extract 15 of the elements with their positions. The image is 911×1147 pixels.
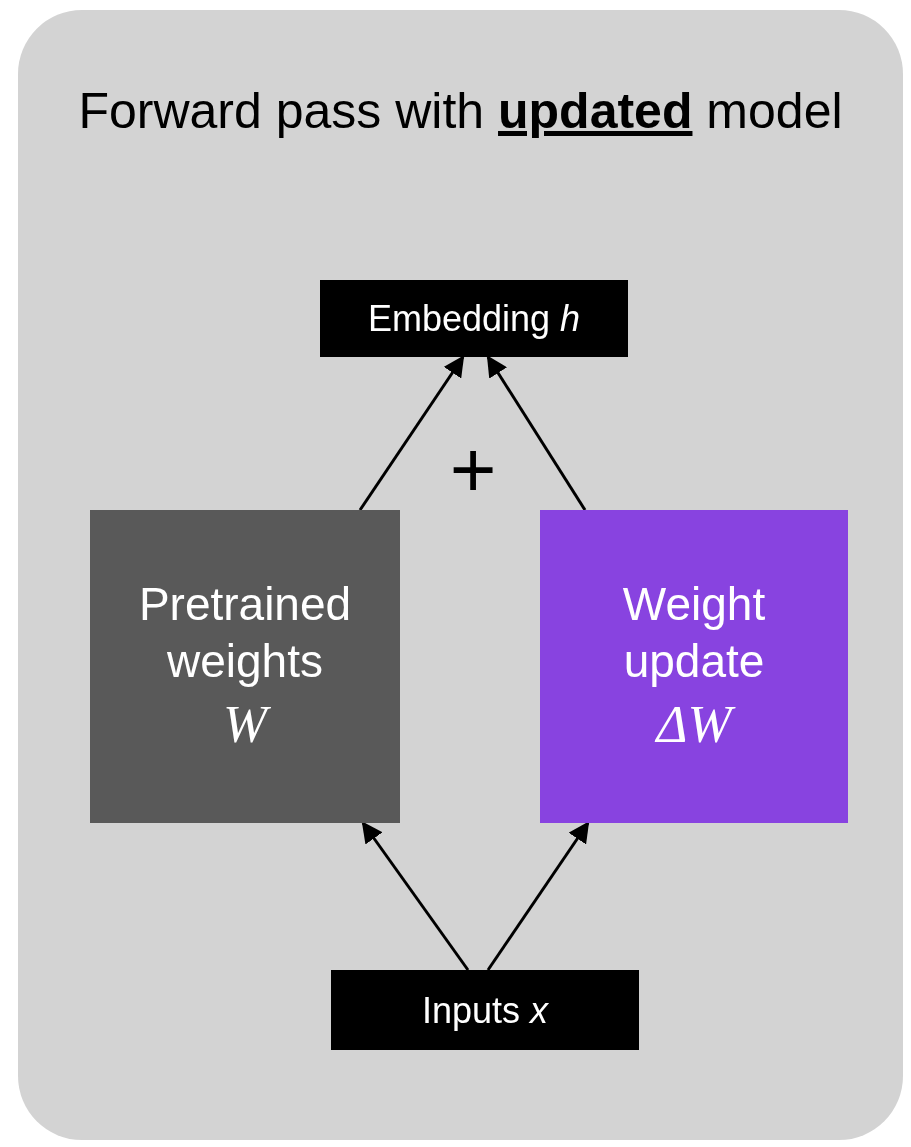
output-label-box — [320, 280, 628, 357]
box-label: Weight update — [621, 576, 767, 690]
weights-box — [90, 510, 400, 823]
arrow — [361, 821, 470, 971]
panel-title: Forward pass with updated model — [77, 82, 844, 141]
panel-background — [18, 10, 903, 1140]
input-label-box — [331, 970, 639, 1050]
plus-sign: + — [448, 430, 498, 510]
arrow — [358, 355, 465, 511]
update-box — [540, 510, 848, 823]
arrow — [486, 821, 590, 971]
box-label: Inputs x — [421, 988, 549, 1033]
box-label: Pretrained weights — [137, 576, 353, 690]
box-label: Embedding h — [367, 297, 581, 341]
arrow — [486, 355, 587, 511]
